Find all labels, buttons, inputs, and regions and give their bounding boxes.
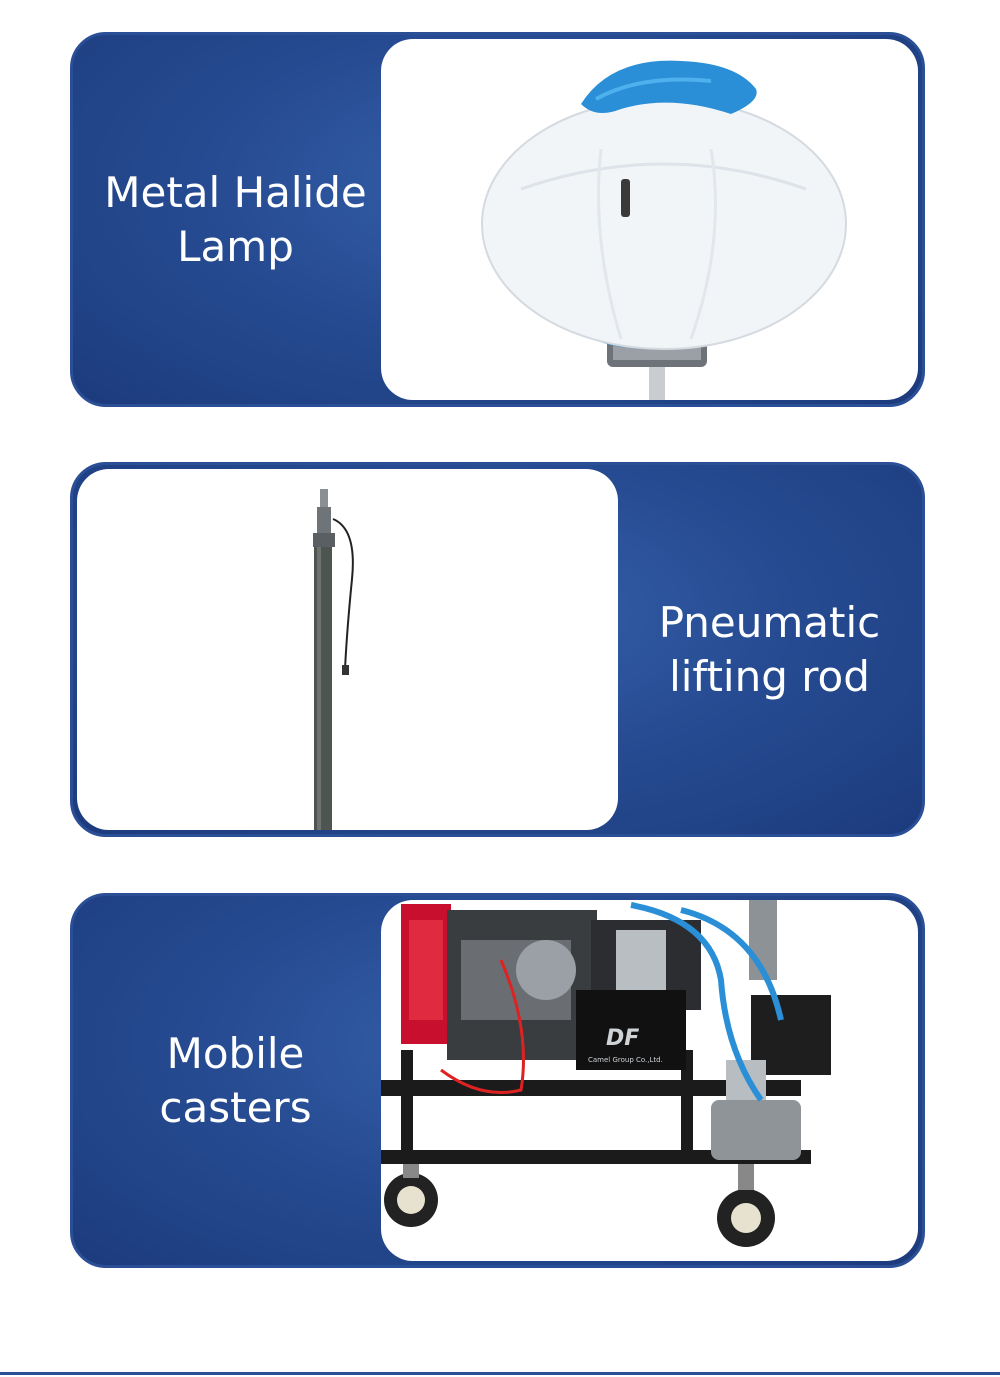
bottom-divider (0, 1372, 1000, 1375)
telescopic-rod-image (313, 489, 354, 830)
feature-card-casters: Mobile casters DF Camel Group Co.,Ltd. (70, 893, 925, 1268)
rod-photo (77, 469, 618, 830)
feature-card-rod: Pneumatic lifting rod (70, 462, 925, 837)
feature-label-lamp: Metal Halide Lamp (104, 167, 367, 271)
feature-label-rod: Pneumatic lifting rod (658, 597, 881, 701)
lamp-photo (381, 39, 918, 400)
feature-label-casters: Mobile casters (159, 1028, 312, 1132)
generator-photo: DF Camel Group Co.,Ltd. (381, 900, 918, 1261)
feature-card-lamp: Metal Halide Lamp (70, 32, 925, 407)
generator-brand: DF (606, 1026, 639, 1051)
generator-cart-image: DF Camel Group Co.,Ltd. (381, 900, 831, 1247)
generator-maker: Camel Group Co.,Ltd. (588, 1056, 663, 1064)
balloon-lamp-image (481, 60, 847, 400)
